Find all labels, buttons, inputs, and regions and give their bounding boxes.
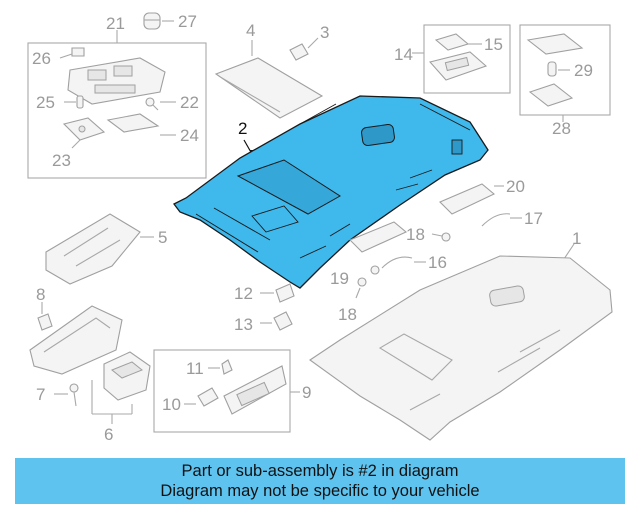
part-12-clip: 12 — [234, 283, 295, 303]
callout-18-upper: 18 — [406, 225, 425, 244]
group-box-14: 14 15 — [394, 24, 511, 94]
callout-7: 7 — [36, 385, 45, 404]
callout-11: 11 — [186, 359, 204, 378]
part-19-clip: 19 18 — [330, 265, 380, 324]
part-25-bulb: 25 — [36, 93, 84, 112]
callout-10: 10 — [162, 395, 181, 414]
part-24-lens: 24 — [106, 113, 199, 145]
callout-14: 14 — [394, 45, 413, 64]
callout-24: 24 — [180, 126, 199, 145]
callout-26: 26 — [32, 49, 51, 68]
callout-12: 12 — [234, 284, 253, 303]
part-7-screw: 7 — [36, 383, 79, 407]
part-8-clip: 8 — [36, 285, 53, 331]
part-3-clip: 3 — [289, 23, 329, 61]
part-6-block — [103, 351, 151, 401]
callout-17: 17 — [524, 209, 543, 228]
part-20-grip: 20 — [439, 177, 525, 215]
parts-diagram: 21 27 26 25 22 24 23 — [27, 12, 613, 444]
info-banner: Part or sub-assembly is #2 in diagram Di… — [15, 458, 625, 504]
callout-16: 16 — [428, 253, 447, 272]
banner-line-1: Part or sub-assembly is #2 in diagram — [181, 462, 459, 480]
group-box-28: 28 29 — [519, 24, 611, 138]
callout-20: 20 — [506, 177, 525, 196]
callout-3: 3 — [320, 23, 329, 42]
callout-27: 27 — [178, 12, 197, 31]
part-13-clip: 13 — [234, 311, 293, 334]
part-2-headliner[interactable] — [173, 95, 489, 289]
part-1-headliner: 1 — [309, 229, 613, 441]
part-17-handle: 17 — [481, 209, 543, 228]
part-22-screw: 22 — [145, 93, 199, 112]
part-4-panel: 4 — [214, 21, 324, 119]
callout-8: 8 — [36, 285, 45, 304]
part-5-console: 5 — [45, 213, 167, 285]
callout-29: 29 — [574, 61, 593, 80]
callout-22: 22 — [180, 93, 199, 112]
part-21-lamp-module — [67, 57, 166, 105]
callout-19: 19 — [330, 269, 349, 288]
callout-9: 9 — [302, 383, 311, 402]
part-23-bezel: 23 — [52, 117, 106, 170]
callout-23: 23 — [52, 151, 71, 170]
callout-1: 1 — [572, 229, 581, 248]
callout-28: 28 — [552, 119, 571, 138]
callout-2: 2 — [238, 119, 247, 138]
banner-line-2: Diagram may not be specific to your vehi… — [160, 482, 480, 500]
group-box-21: 21 — [27, 14, 207, 179]
callout-21: 21 — [106, 14, 125, 33]
part-27-cap: 27 — [143, 12, 197, 31]
part-6-console: 6 — [29, 305, 133, 444]
group-box-9: 9 11 10 — [153, 349, 311, 433]
callout-6: 6 — [104, 425, 113, 444]
part-26-clip: 26 — [32, 47, 85, 68]
callout-25: 25 — [36, 93, 55, 112]
callout-4: 4 — [246, 21, 255, 40]
part-16-grip: 16 — [349, 221, 447, 272]
part-18-screw-upper: 18 — [406, 225, 451, 244]
callout-15: 15 — [484, 35, 503, 54]
callout-5: 5 — [158, 228, 167, 247]
callout-13: 13 — [234, 315, 253, 334]
callout-18-lower: 18 — [338, 305, 357, 324]
